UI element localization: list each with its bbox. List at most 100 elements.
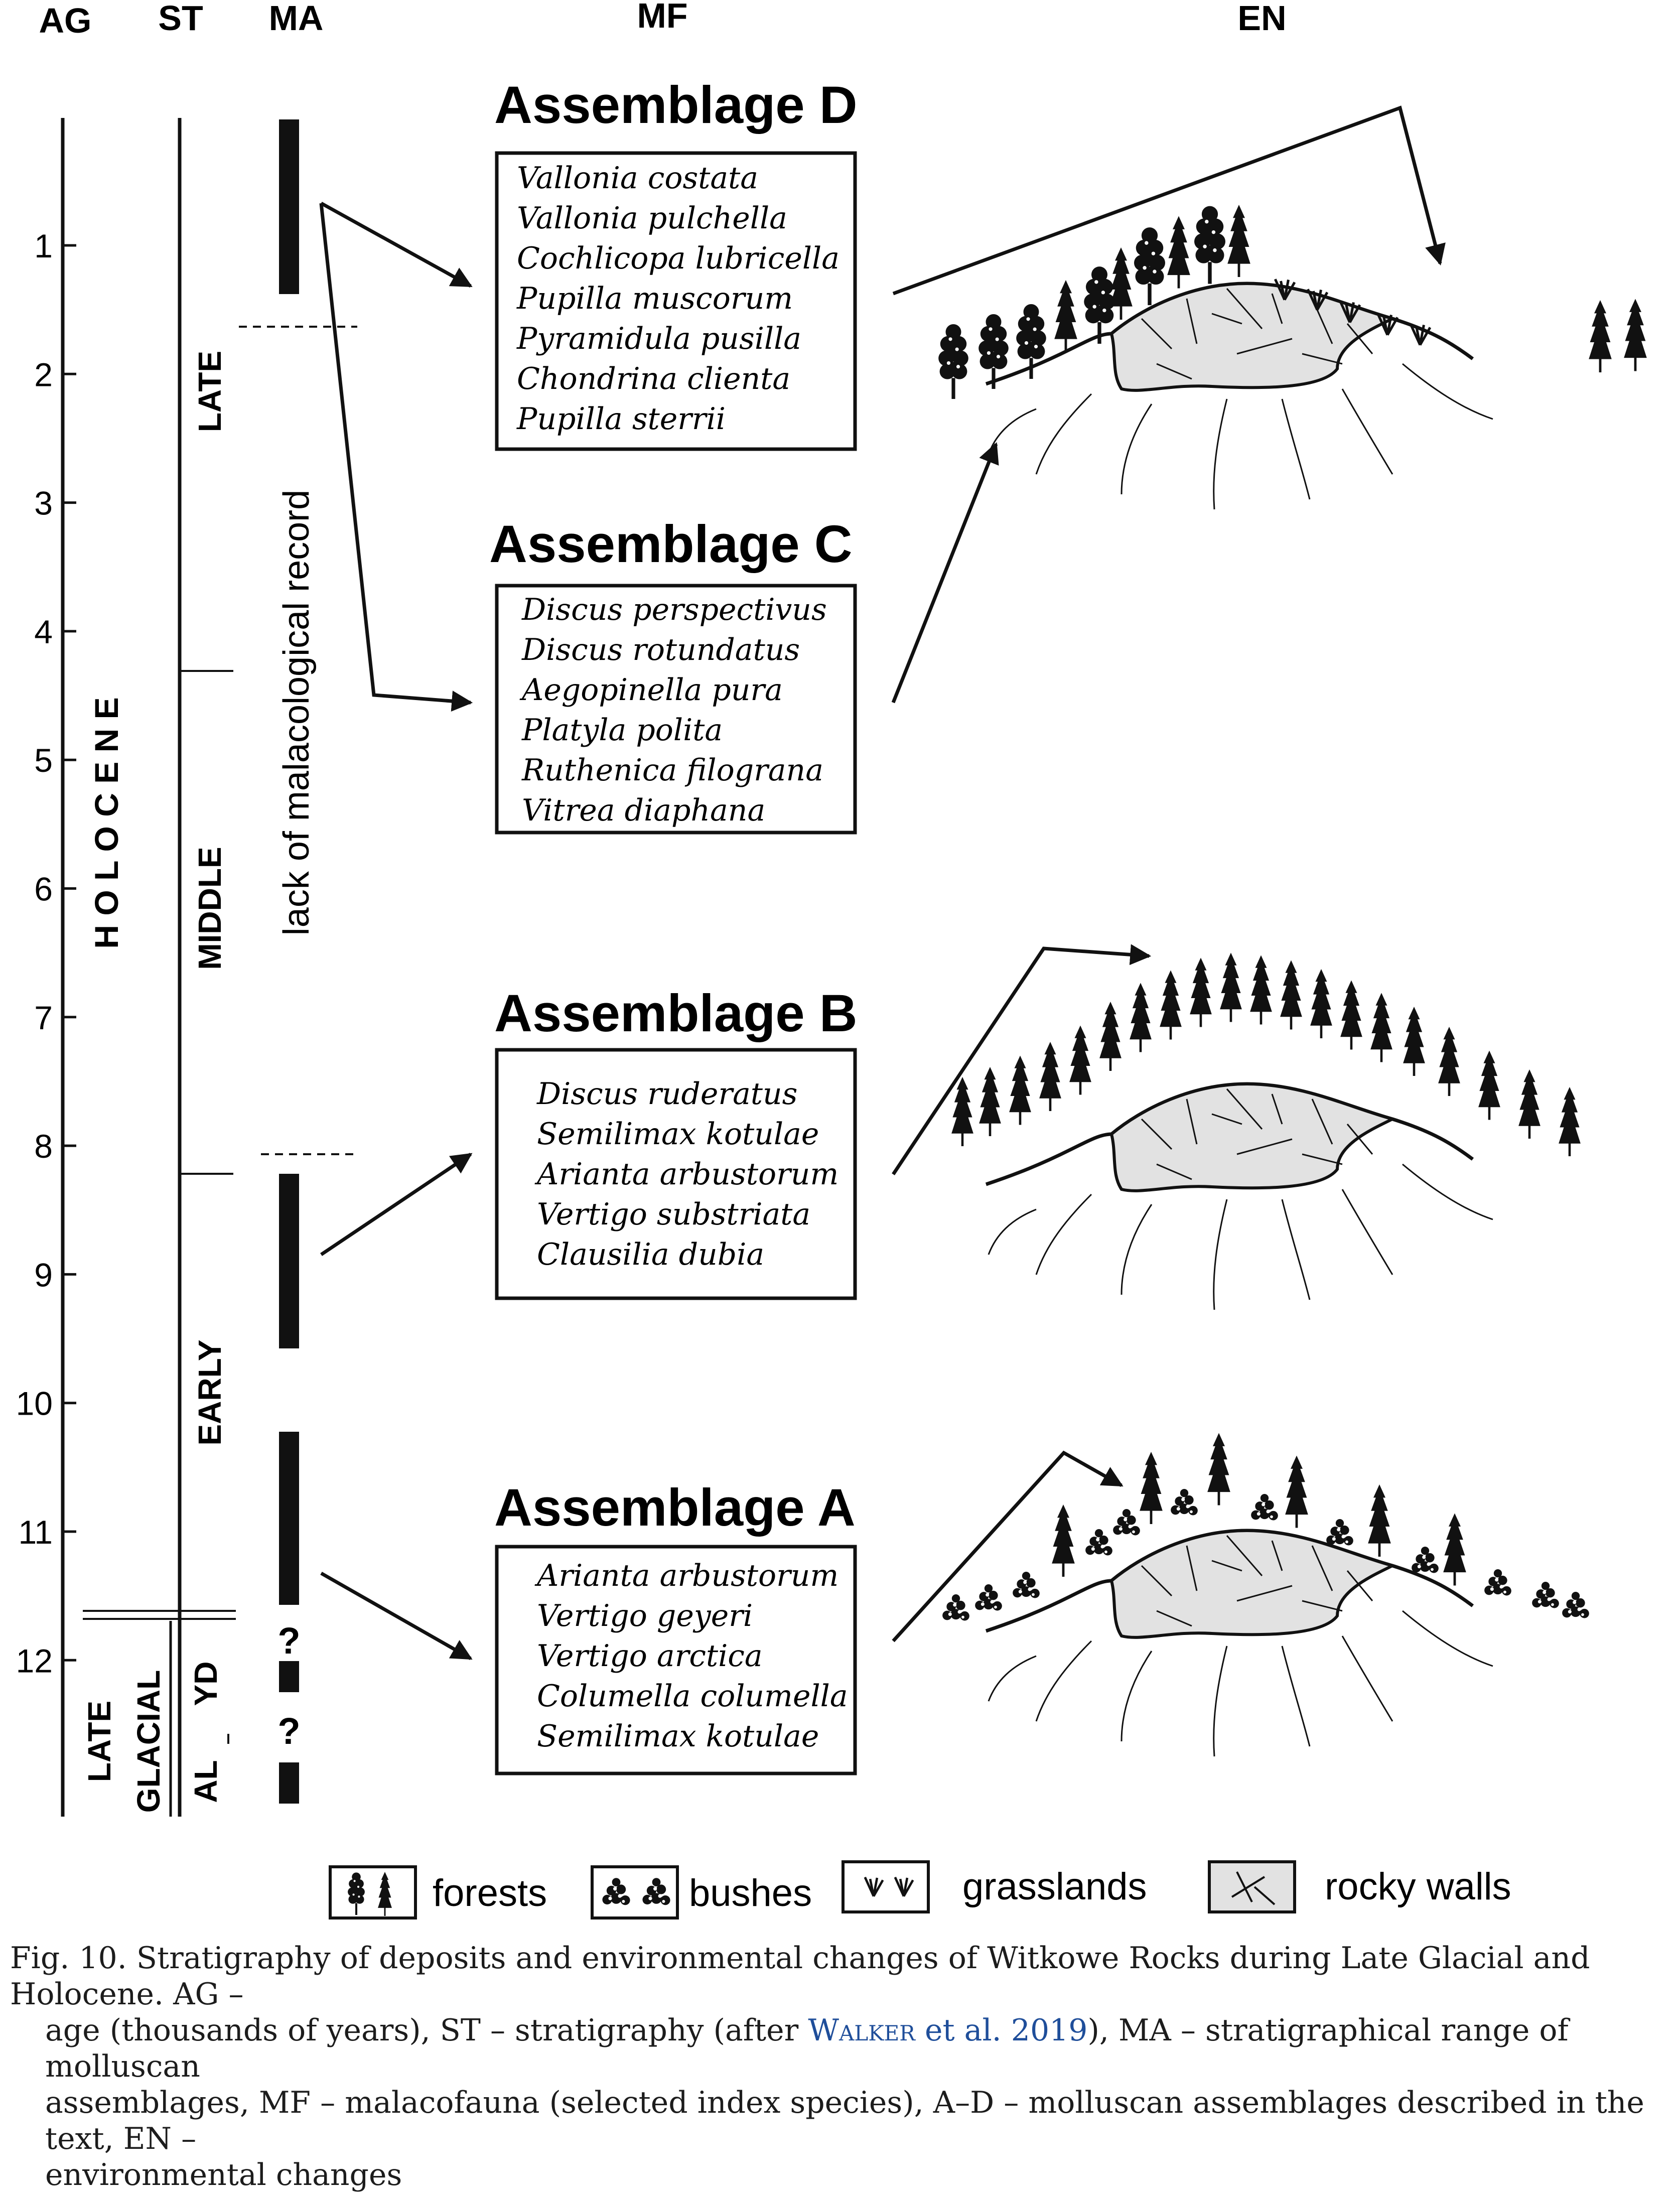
environment-scene-b bbox=[951, 952, 1581, 1310]
assemblage-d-box bbox=[495, 151, 857, 451]
assemblage-d-title: Assemblage D bbox=[494, 76, 858, 134]
species-name: Semilimax kotulae bbox=[537, 1719, 819, 1754]
epoch-holocene-label: H O L O C E N E bbox=[88, 697, 125, 948]
species-name: Vitrea diaphana bbox=[522, 793, 765, 828]
assemblage-b-box bbox=[495, 1048, 857, 1300]
species-name: Arianta arbustorum bbox=[534, 1558, 838, 1593]
arrow-assemblage-c-to-environment bbox=[891, 442, 999, 704]
age-tick-label: 9 bbox=[34, 1256, 53, 1293]
age-tick-label: 4 bbox=[34, 613, 53, 650]
species-name: Discus perspectivus bbox=[521, 592, 827, 627]
age-tick-label: 10 bbox=[16, 1385, 53, 1422]
environment-scene-d bbox=[938, 205, 1647, 509]
legend-grasslands-swatch bbox=[842, 1860, 930, 1913]
caption-line-4: environmental changes bbox=[45, 2157, 402, 2192]
caption-line-1: Fig. 10. Stratigraphy of deposits and en… bbox=[10, 1941, 1590, 2012]
legend-grasslands: grasslands bbox=[842, 1860, 1147, 1913]
column-header-st: ST bbox=[158, 0, 203, 38]
age-tick-label: 5 bbox=[34, 742, 53, 779]
assemblage-c-box bbox=[495, 584, 857, 835]
species-name: Columella columella bbox=[537, 1679, 848, 1714]
caption-reference-author[interactable]: Walker bbox=[808, 2013, 915, 2048]
species-name: Cochlicopa lubricella bbox=[517, 241, 839, 276]
column-header-en: EN bbox=[1237, 0, 1286, 38]
species-name: Pyramidula pusilla bbox=[516, 321, 801, 356]
species-name: Discus rotundatus bbox=[521, 632, 800, 667]
arrow-ma-to-assemblage-b bbox=[320, 1153, 473, 1256]
species-name: Arianta arbustorum bbox=[534, 1157, 838, 1192]
arrow-assemblage-d-to-environment bbox=[892, 105, 1446, 296]
legend-forests-label: forests bbox=[433, 1872, 547, 1914]
age-tick-label: 7 bbox=[34, 999, 53, 1036]
assemblage-a-box bbox=[495, 1545, 857, 1775]
ma-gap-text: lack of malacological record bbox=[276, 490, 317, 935]
age-tick-label: 3 bbox=[34, 485, 53, 522]
arrow-assemblage-a-to-environment bbox=[892, 1450, 1124, 1642]
caption-reference-link[interactable]: Walker et al. 2019 bbox=[808, 2013, 1087, 2048]
species-name: Pupilla sterrii bbox=[516, 401, 726, 437]
assemblage-b-title: Assemblage B bbox=[494, 984, 858, 1043]
caption-line-2: age (thousands of years), ST – stratigra… bbox=[10, 2012, 1661, 2085]
age-tick-label: 8 bbox=[34, 1128, 53, 1165]
legend-rocky-walls-swatch bbox=[1208, 1860, 1296, 1913]
legend-rocky-walls-label: rocky walls bbox=[1325, 1865, 1511, 1908]
ma-range-bar-assemblage-d bbox=[279, 119, 299, 294]
ma-question-mark-1: ? bbox=[277, 1620, 300, 1662]
stage-late-label: LATE bbox=[192, 351, 228, 432]
caption-line-2a: age (thousands of years), ST – stratigra… bbox=[45, 2013, 808, 2048]
arrow-assemblage-b-to-environment bbox=[892, 944, 1152, 1175]
stage-al-label: AL bbox=[188, 1760, 224, 1803]
age-tick-label: 12 bbox=[16, 1642, 53, 1679]
legend-rocky-walls: rocky walls bbox=[1208, 1860, 1511, 1913]
stage-yd-label: YD bbox=[188, 1662, 224, 1706]
arrow-ma-to-assemblage-a bbox=[320, 1571, 473, 1661]
legend-forests-swatch bbox=[329, 1865, 417, 1920]
legend-bushes-label: bushes bbox=[689, 1872, 812, 1914]
species-name: Semilimax kotulae bbox=[537, 1117, 819, 1152]
species-name: Aegopinella pura bbox=[519, 672, 783, 708]
caption-reference-rest[interactable]: et al. 2019 bbox=[915, 2013, 1088, 2048]
legend-grasslands-label: grasslands bbox=[962, 1865, 1147, 1908]
arrow-ma-to-assemblage-d bbox=[320, 201, 473, 288]
species-name: Ruthenica filograna bbox=[521, 753, 823, 788]
ma-range-bar-assemblage-b bbox=[279, 1174, 299, 1348]
ma-range-bar-yd bbox=[279, 1661, 299, 1692]
stage-middle-label: MIDDLE bbox=[192, 847, 228, 970]
ma-question-mark-2: ? bbox=[277, 1710, 300, 1752]
caption-line-3: assemblages, MF – malacofauna (selected … bbox=[45, 2085, 1644, 2156]
assemblage-a-title: Assemblage A bbox=[494, 1478, 856, 1537]
ma-range-bar-al bbox=[279, 1762, 299, 1804]
species-name: Pupilla muscorum bbox=[516, 281, 793, 316]
species-name: Vallonia pulchella bbox=[517, 201, 787, 236]
legend: forests bushes grasslands rocky walls bbox=[329, 1860, 1511, 1920]
age-tick-label: 6 bbox=[34, 871, 53, 908]
species-name: Vertigo geyeri bbox=[537, 1598, 753, 1633]
species-name: Discus ruderatus bbox=[536, 1076, 797, 1112]
species-name: Clausilia dubia bbox=[537, 1237, 764, 1272]
age-tick-label: 1 bbox=[34, 227, 53, 264]
age-tick-label: 2 bbox=[34, 356, 53, 393]
stage-early-label: EARLY bbox=[192, 1339, 228, 1445]
epoch-late-glacial-label-2: GLACIAL bbox=[130, 1670, 167, 1813]
species-name: Vertigo arctica bbox=[537, 1638, 763, 1674]
species-name: Chondrina clienta bbox=[517, 361, 790, 396]
age-tick-label: 11 bbox=[18, 1514, 53, 1551]
column-header-ma: MA bbox=[269, 0, 324, 38]
species-name: Vallonia costata bbox=[517, 161, 758, 196]
species-name: Platyla polita bbox=[521, 713, 723, 748]
column-header-mf: MF bbox=[637, 0, 687, 35]
assemblage-c-title: Assemblage C bbox=[489, 515, 853, 574]
arrow-ma-to-assemblage-c bbox=[319, 203, 473, 712]
legend-forests: forests bbox=[329, 1865, 547, 1920]
figure-caption: Fig. 10. Stratigraphy of deposits and en… bbox=[10, 1940, 1661, 2193]
species-name: Vertigo substriata bbox=[537, 1197, 810, 1232]
legend-bushes: bushes bbox=[591, 1865, 812, 1920]
epoch-late-glacial-label-1: LATE bbox=[81, 1701, 117, 1782]
ma-range-bar-assemblage-a bbox=[279, 1432, 299, 1605]
